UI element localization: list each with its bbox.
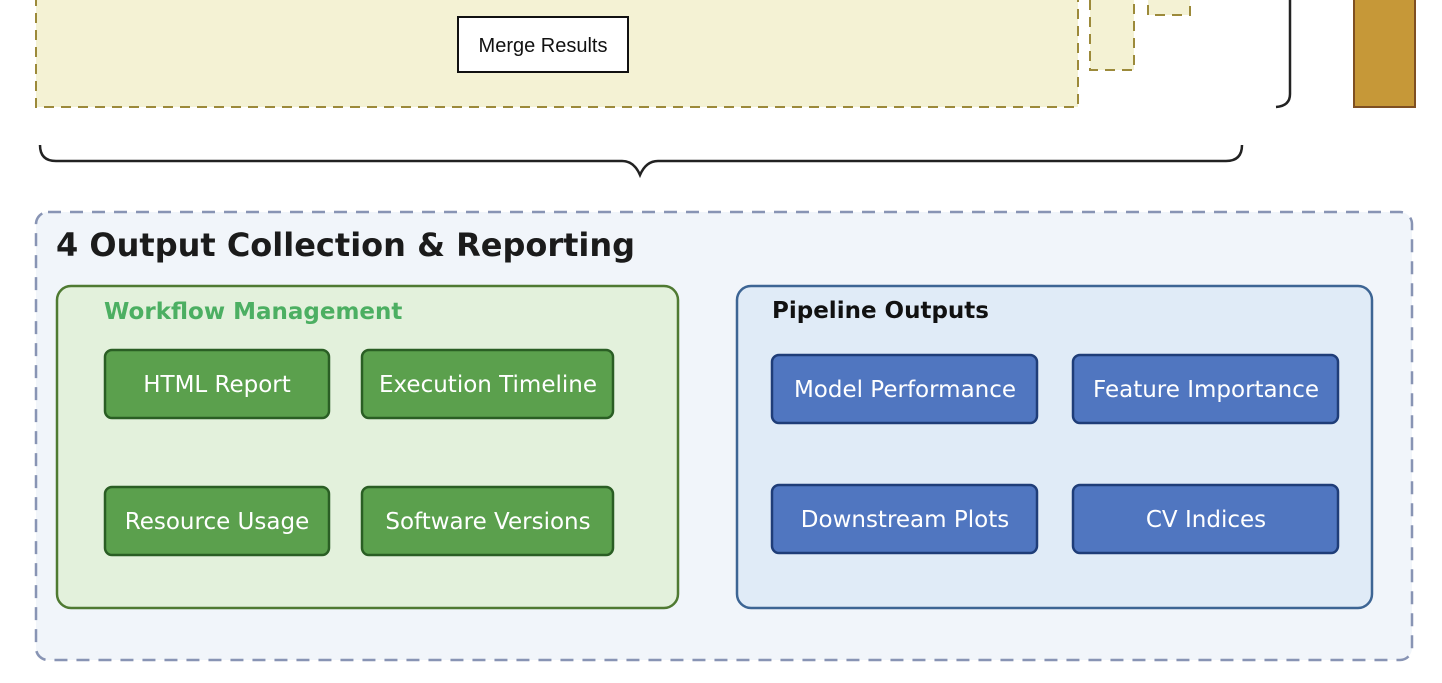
workflow-group-title: Workflow Management xyxy=(104,299,402,325)
execution-timeline-label: Execution Timeline xyxy=(379,372,597,398)
html-report-node xyxy=(103,348,331,420)
resource-usage-node xyxy=(103,485,331,557)
pipeline-outputs-group: Pipeline Outputs Model Performance Featu… xyxy=(735,284,1374,610)
software-versions-node xyxy=(360,485,615,557)
resource-usage-label: Resource Usage xyxy=(125,509,309,535)
curly-brace xyxy=(38,144,1244,179)
pipeline-group-frame xyxy=(735,284,1374,610)
top-cluster-layer-3 xyxy=(1147,0,1191,16)
pipeline-group-title: Pipeline Outputs xyxy=(772,298,989,324)
top-cluster-layer-2 xyxy=(1089,0,1135,71)
side-block xyxy=(1353,0,1416,108)
feature-importance-node xyxy=(1071,353,1340,425)
top-right-bracket xyxy=(1275,0,1292,109)
downstream-plots-node xyxy=(770,483,1039,555)
html-report-label: HTML Report xyxy=(143,372,291,398)
merge-results-box xyxy=(457,16,629,73)
section-title: 4 Output Collection & Reporting xyxy=(56,226,635,264)
workflow-management-group: Workflow Management HTML Report Executio… xyxy=(55,284,680,610)
model-performance-node xyxy=(770,353,1039,425)
output-section: 4 Output Collection & Reporting Workflow… xyxy=(34,210,1414,662)
workflow-group-frame xyxy=(55,284,680,610)
top-cluster: Merge Results xyxy=(35,0,1191,108)
downstream-plots-label: Downstream Plots xyxy=(801,507,1009,533)
execution-timeline-node xyxy=(360,348,615,420)
model-performance-label: Model Performance xyxy=(794,377,1016,403)
cv-indices-node xyxy=(1071,483,1340,555)
feature-importance-label: Feature Importance xyxy=(1093,377,1319,403)
merge-results-label: Merge Results xyxy=(479,35,608,57)
software-versions-label: Software Versions xyxy=(385,509,590,535)
cv-indices-label: CV Indices xyxy=(1146,507,1266,533)
